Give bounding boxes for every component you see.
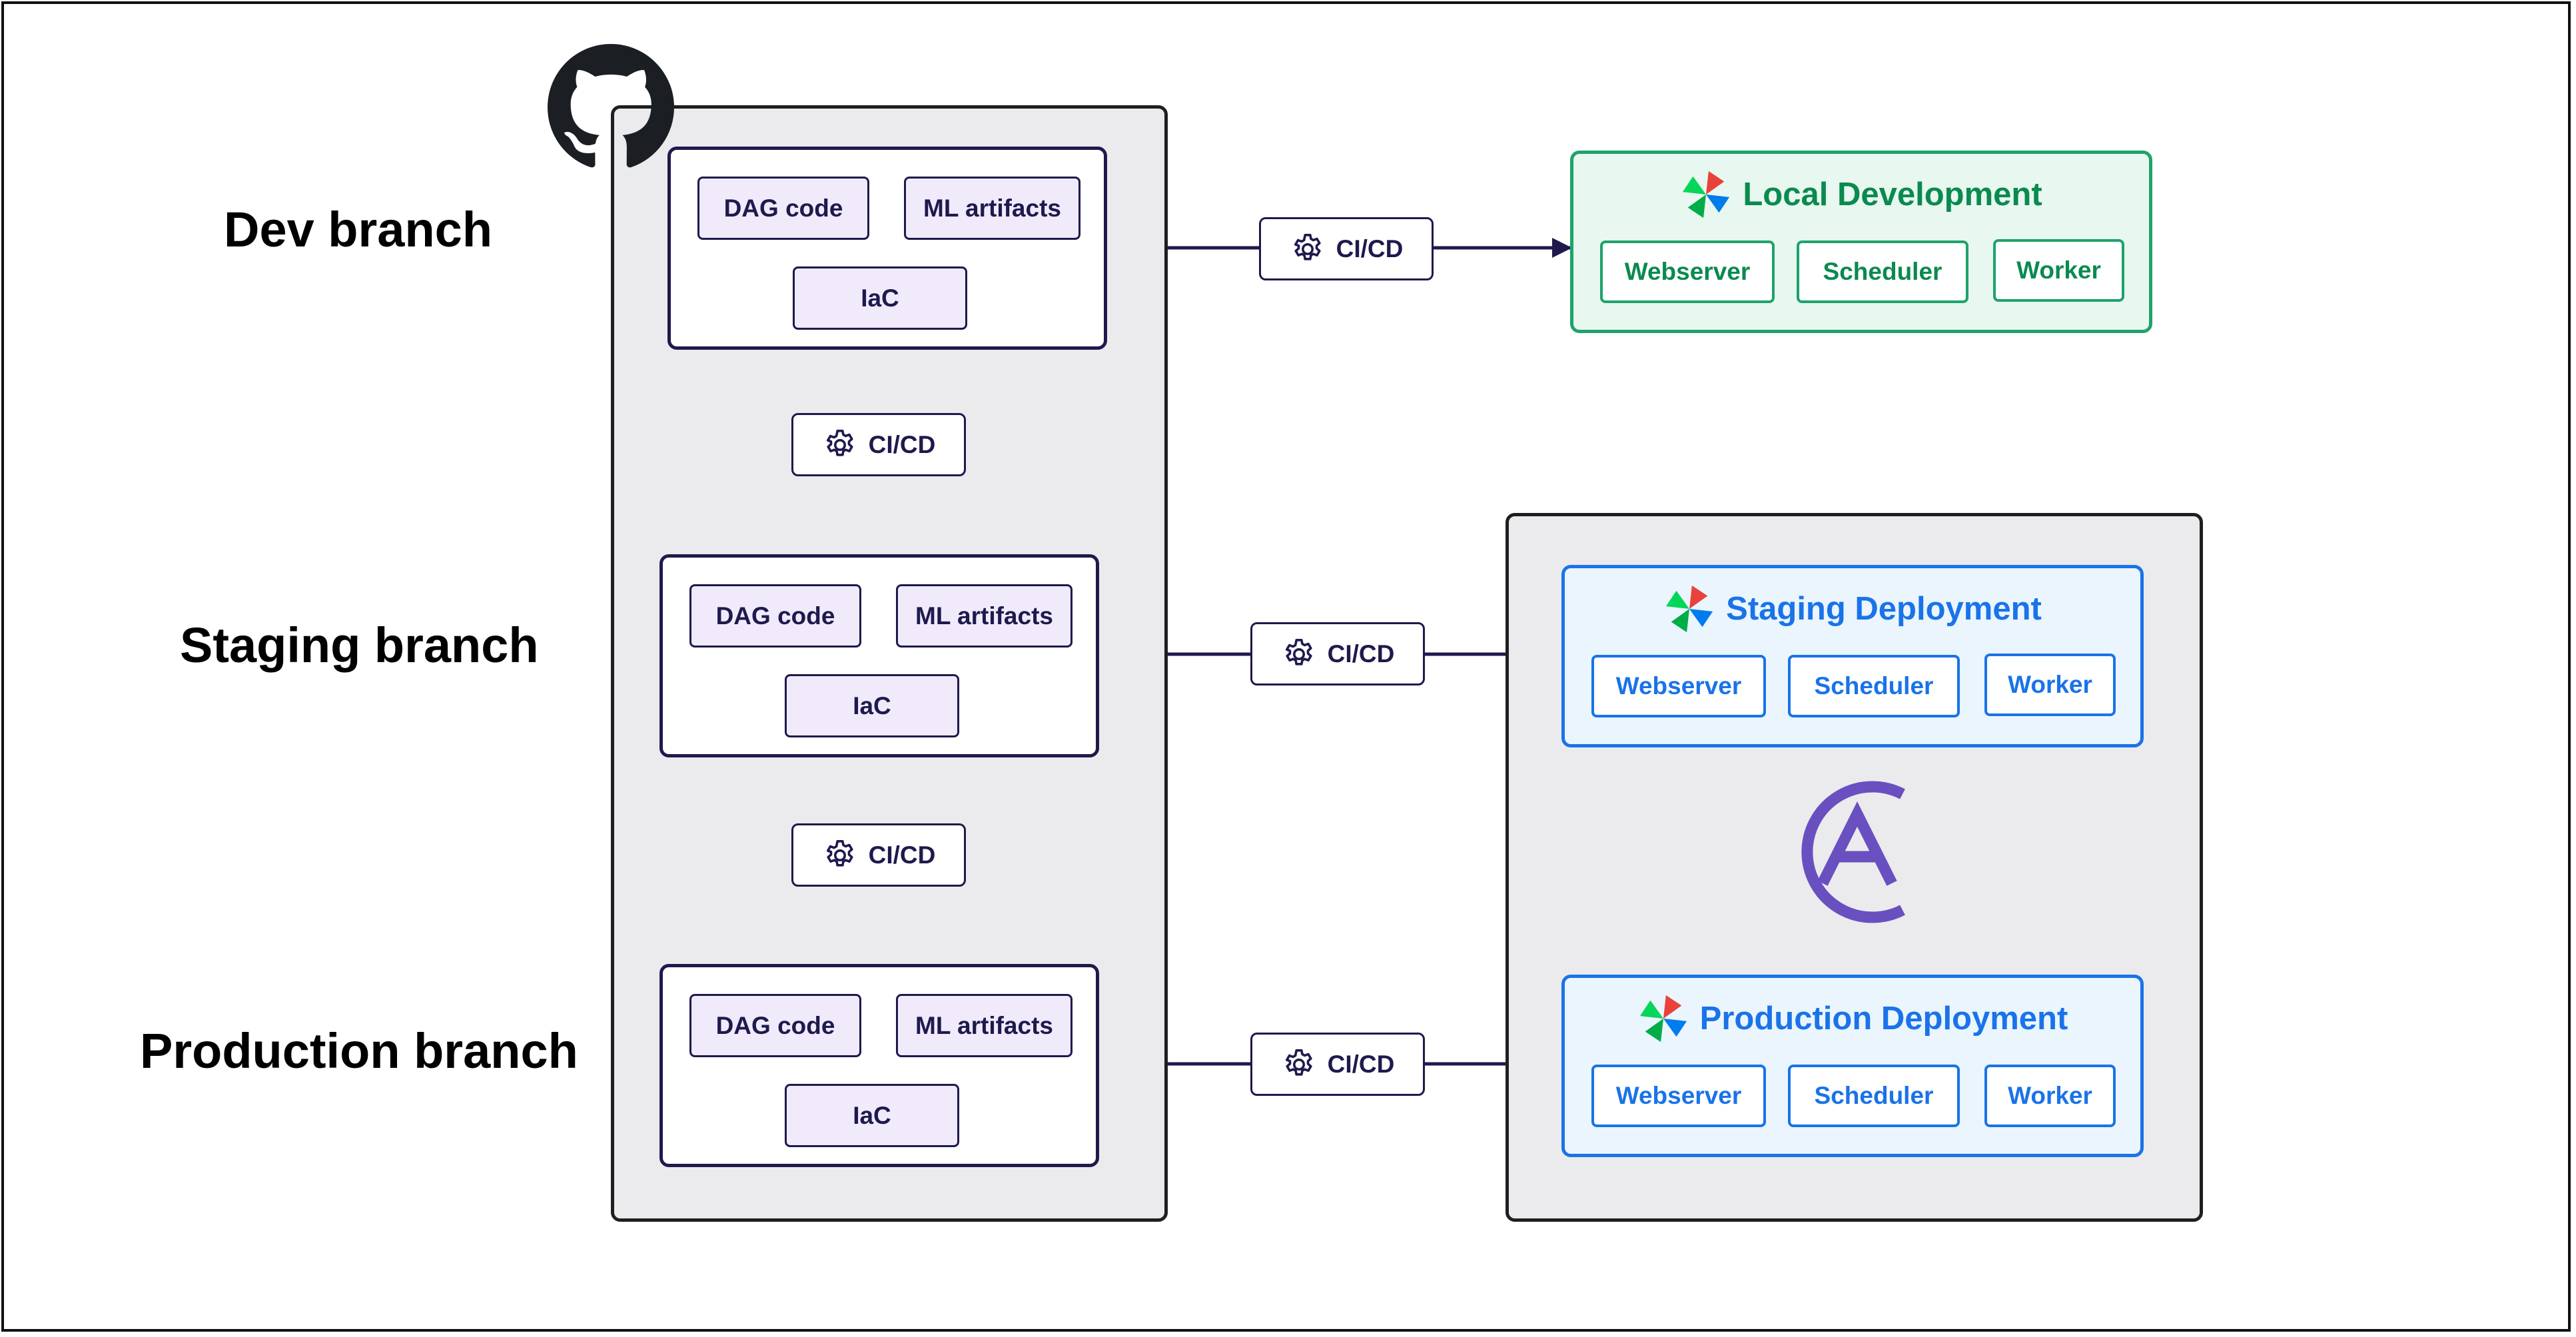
cicd-badge-dev-to-staging: CI/CD	[791, 413, 966, 476]
staging-deployment-box: Staging Deployment Webserver Scheduler W…	[1561, 565, 2144, 747]
ml-artifacts-chip: ML artifacts	[896, 584, 1073, 648]
production-scheduler: Scheduler	[1788, 1065, 1960, 1127]
production-branch-label: Production branch	[140, 1023, 578, 1079]
local-development-title: Local Development	[1573, 169, 2149, 221]
gear-icon	[1285, 638, 1312, 666]
airflow-pinwheel-icon	[1683, 171, 1730, 219]
iac-chip: IaC	[793, 266, 967, 330]
local-webserver: Webserver	[1600, 240, 1775, 303]
local-scheduler: Scheduler	[1797, 240, 1968, 303]
production-deployment-box: Production Deployment Webserver Schedule…	[1561, 975, 2144, 1157]
iac-chip: IaC	[785, 674, 959, 737]
cicd-label: CI/CD	[1327, 640, 1395, 668]
ml-artifacts-chip: ML artifacts	[904, 177, 1080, 240]
airflow-pinwheel-icon	[1666, 585, 1713, 633]
cicd-label: CI/CD	[1327, 1050, 1395, 1078]
dev-branch-label: Dev branch	[224, 202, 493, 257]
cicd-label: CI/CD	[1336, 234, 1404, 262]
gear-icon	[1294, 233, 1321, 260]
dev-branch-card: DAG code ML artifacts IaC	[667, 147, 1107, 350]
dag-code-chip: DAG code	[689, 584, 861, 648]
cicd-label: CI/CD	[868, 841, 936, 869]
staging-deployment-title: Staging Deployment	[1565, 583, 2140, 635]
cicd-badge-staging-deploy: CI/CD	[1250, 622, 1425, 685]
staging-worker: Worker	[1984, 654, 2116, 716]
production-worker: Worker	[1984, 1065, 2116, 1127]
gear-icon	[826, 839, 853, 867]
ml-artifacts-chip: ML artifacts	[896, 994, 1073, 1057]
production-branch-card: DAG code ML artifacts IaC	[659, 964, 1099, 1167]
cicd-badge-production-deploy: CI/CD	[1250, 1033, 1425, 1096]
production-deployment-title: Production Deployment	[1565, 993, 2140, 1045]
gear-icon	[1285, 1049, 1312, 1076]
staging-webserver: Webserver	[1591, 655, 1766, 717]
staging-branch-card: DAG code ML artifacts IaC	[659, 554, 1099, 757]
production-webserver: Webserver	[1591, 1065, 1766, 1127]
airflow-pinwheel-icon	[1639, 995, 1687, 1043]
cicd-label: CI/CD	[868, 430, 936, 458]
local-worker: Worker	[1993, 239, 2124, 302]
iac-chip: IaC	[785, 1084, 959, 1147]
cicd-badge-staging-to-production: CI/CD	[791, 823, 966, 887]
local-development-box: Local Development Webserver Scheduler Wo…	[1570, 151, 2152, 333]
gear-icon	[826, 429, 853, 456]
staging-scheduler: Scheduler	[1788, 655, 1960, 717]
cicd-badge-dev-to-local: CI/CD	[1259, 217, 1434, 280]
staging-branch-label: Staging branch	[180, 618, 539, 673]
dag-code-chip: DAG code	[689, 994, 861, 1057]
astronomer-logo-icon	[1784, 775, 1911, 929]
github-icon	[548, 44, 674, 171]
dag-code-chip: DAG code	[697, 177, 869, 240]
